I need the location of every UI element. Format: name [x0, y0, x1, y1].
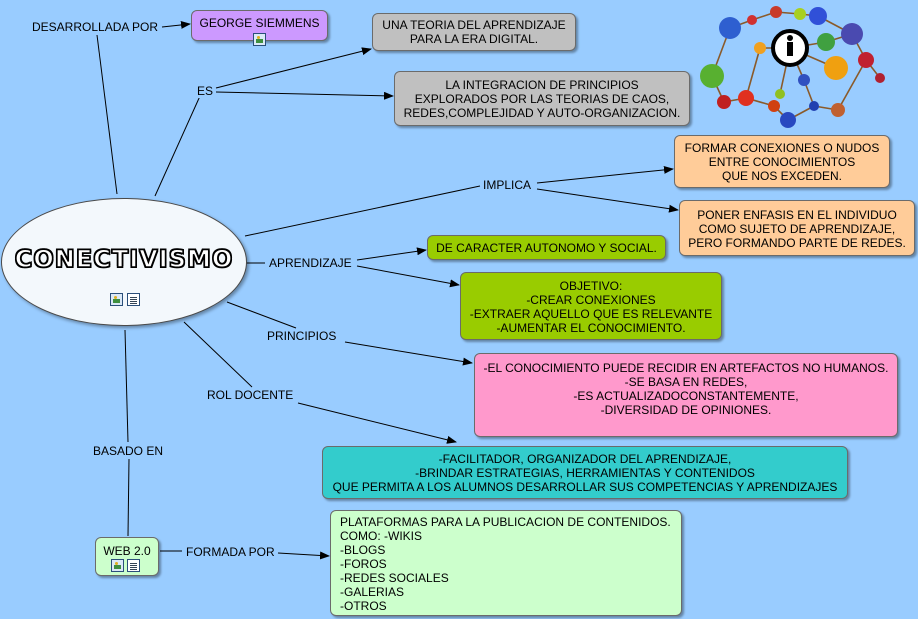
concept-text: FORMAR CONEXIONES O NUDOS ENTRE CONOCIMI…: [684, 141, 880, 183]
link-label-es: ES: [195, 84, 216, 98]
concept-principios[interactable]: -EL CONOCIMIENTO PUEDE RECIDIR EN ARTEFA…: [474, 353, 898, 437]
document-icon[interactable]: [127, 293, 141, 306]
concept-text: LA INTEGRACION DE PRINCIPIOS EXPLORADOS …: [403, 78, 681, 120]
web-resource-icons: [111, 559, 141, 573]
concept-text: WEB 2.0: [103, 544, 151, 558]
concept-enfasis-individuo[interactable]: PONER ENFASIS EN EL INDIVIDUO COMO SUJET…: [679, 200, 915, 256]
link-label-basado-en: BASADO EN: [91, 444, 166, 458]
link-label-principios: PRINCIPIOS: [265, 329, 339, 343]
link-label-desarrollada-por: DESARROLLADA POR: [30, 20, 161, 34]
concept-text: UNA TEORIA DEL APRENDIZAJE PARA LA ERA D…: [382, 18, 566, 46]
concept-text: DE CARACTER AUTONOMO Y SOCIAL.: [436, 241, 657, 255]
link-label-implica: IMPLICA: [481, 178, 534, 192]
concept-text: PLATAFORMAS PARA LA PUBLICACION DE CONTE…: [340, 515, 671, 613]
concept-web-2[interactable]: WEB 2.0: [95, 537, 159, 576]
people-network-icon: [700, 6, 885, 128]
concept-plataformas[interactable]: PLATAFORMAS PARA LA PUBLICACION DE CONTE…: [330, 510, 682, 616]
central-resource-icons: [110, 293, 141, 311]
concept-text: GEORGE SIEMMENS: [199, 16, 320, 30]
image-icon[interactable]: [110, 293, 123, 306]
link-label-rol-docente: ROL DOCENTE: [205, 388, 296, 402]
concept-text: PONER ENFASIS EN EL INDIVIDUO COMO SUJET…: [688, 208, 906, 250]
central-concept-title: CONECTIVISMO: [14, 244, 234, 273]
concept-caracter-autonomo[interactable]: DE CARACTER AUTONOMO Y SOCIAL.: [427, 235, 666, 260]
concept-formar-conexiones[interactable]: FORMAR CONEXIONES O NUDOS ENTRE CONOCIMI…: [674, 135, 890, 188]
concept-text: OBJETIVO: -CREAR CONEXIONES -EXTRAER AQU…: [469, 279, 713, 335]
document-icon[interactable]: [127, 559, 141, 572]
image-icon[interactable]: [253, 33, 266, 46]
concept-text: -FACILITADOR, ORGANIZADOR DEL APRENDIZAJ…: [332, 452, 838, 494]
concept-integracion-principios[interactable]: LA INTEGRACION DE PRINCIPIOS EXPLORADOS …: [394, 71, 690, 126]
concept-text: -EL CONOCIMIENTO PUEDE RECIDIR EN ARTEFA…: [483, 361, 889, 417]
link-label-aprendizaje: APRENDIZAJE: [267, 256, 354, 270]
concept-objetivo[interactable]: OBJETIVO: -CREAR CONEXIONES -EXTRAER AQU…: [460, 272, 722, 340]
central-concept-node[interactable]: CONECTIVISMO: [1, 198, 247, 326]
concept-rol-docente[interactable]: -FACILITADOR, ORGANIZADOR DEL APRENDIZAJ…: [322, 446, 848, 499]
link-label-formada-por: FORMADA POR: [184, 545, 277, 559]
concept-teoria-aprendizaje[interactable]: UNA TEORIA DEL APRENDIZAJE PARA LA ERA D…: [372, 13, 576, 51]
image-icon[interactable]: [111, 559, 124, 572]
